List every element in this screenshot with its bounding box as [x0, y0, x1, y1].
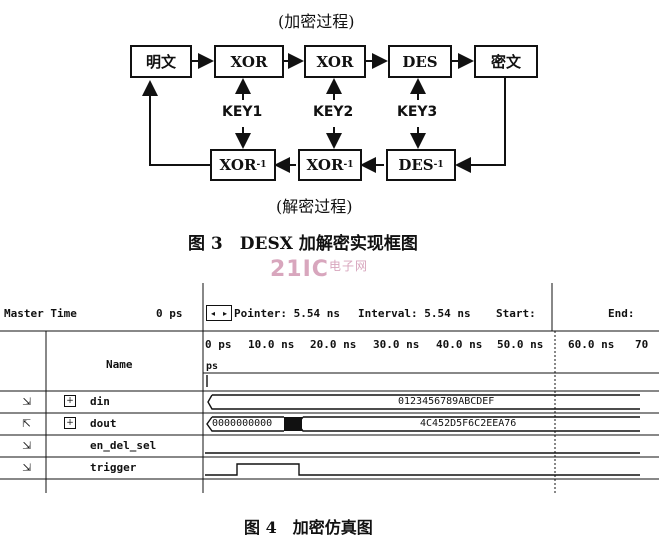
tick-label: 40.0 ns: [436, 338, 483, 351]
xor-inverse-b-box: XOR-1: [298, 149, 362, 181]
dout-expand-toggle[interactable]: +: [64, 417, 76, 429]
signal-din-name[interactable]: din: [90, 395, 110, 408]
sim-grid: [0, 283, 659, 493]
xor-inv-b-label: XOR: [306, 156, 344, 174]
signal-input-icon: ⇲: [22, 395, 32, 408]
tick-label: 0 ps: [205, 338, 232, 351]
ciphertext-box: 密文: [474, 45, 538, 78]
dout-value-result: 4C452D5F6C2EEA76: [420, 418, 517, 429]
timescale: 0 ps 10.0 ns 20.0 ns 30.0 ns 40.0 ns 50.…: [203, 338, 659, 352]
xor1-label: XOR: [230, 52, 268, 71]
interval-readout: Interval: 5.54 ns: [358, 307, 471, 320]
end-readout: End:: [608, 307, 635, 320]
pointer-right-icon[interactable]: ▸: [222, 308, 227, 318]
xor1-box: XOR: [214, 45, 284, 78]
des-box: DES: [388, 45, 452, 78]
watermark-sub: 电子网: [328, 259, 368, 273]
dout-value-initial: 0000000000: [212, 418, 273, 429]
master-time-value: 0 ps: [156, 307, 183, 320]
start-readout: Start:: [496, 307, 536, 320]
des-inverse-box: DES-1: [386, 149, 456, 181]
tick-label: 10.0 ns: [248, 338, 295, 351]
encrypt-process-label: (加密过程): [278, 12, 355, 31]
pointer-left-icon[interactable]: ◂: [210, 308, 215, 318]
signal-output-icon: ⇱: [22, 417, 32, 430]
fig4-caption: 图 4 加密仿真图: [244, 518, 373, 537]
pointer-readout: Pointer: 5.54 ns: [234, 307, 340, 320]
signal-input-icon: ⇲: [22, 461, 32, 474]
plaintext-label: 明文: [145, 53, 176, 71]
tick-label: 60.0 ns: [568, 338, 615, 351]
tick-label: 70: [635, 338, 649, 351]
inv-sup-b: -1: [343, 160, 354, 170]
inv-sup-c: -1: [433, 160, 444, 170]
name-column-header: Name: [106, 358, 133, 371]
master-time-label: Master Time: [4, 307, 77, 320]
key3-label: KEY3: [397, 104, 438, 120]
tick-label: 30.0 ns: [373, 338, 420, 351]
key2-label: KEY2: [313, 104, 354, 120]
des-label: DES: [402, 52, 438, 71]
dout-transition-mark: [284, 417, 302, 431]
xor-inverse-a-box: XOR-1: [210, 149, 276, 181]
xor-inv-a-label: XOR: [219, 156, 257, 174]
cursor-label: ps: [206, 361, 219, 372]
signal-dout-name[interactable]: dout: [90, 417, 117, 430]
decrypt-process-label: (解密过程): [276, 197, 353, 216]
simulation-window: Master Time 0 ps ◂▸ Pointer: 5.54 ns Int…: [0, 283, 659, 493]
signal-input-icon: ⇲: [22, 439, 32, 452]
signal-trigger-name[interactable]: trigger: [90, 461, 137, 474]
xor2-box: XOR: [304, 45, 366, 78]
plaintext-box: 明文: [130, 45, 192, 78]
ciphertext-label: 密文: [490, 53, 521, 71]
key1-label: KEY1: [222, 104, 263, 120]
fig3-caption: 图 3 DESX 加解密实现框图: [188, 234, 418, 254]
tick-label: 50.0 ns: [497, 338, 544, 351]
pointer-nav[interactable]: ◂▸: [206, 305, 232, 321]
inv-sup-a: -1: [256, 160, 267, 170]
watermark-main: 21IC: [270, 257, 329, 282]
arrow-cipher-desinv: [455, 78, 506, 173]
des-inv-label: DES: [398, 156, 434, 174]
din-value: 0123456789ABCDEF: [398, 396, 495, 407]
fig3-arrows: [142, 53, 506, 173]
signal-en-del-sel-name[interactable]: en_del_sel: [90, 439, 157, 452]
din-expand-toggle[interactable]: +: [64, 395, 76, 407]
tick-label: 20.0 ns: [310, 338, 357, 351]
xor2-label: XOR: [316, 52, 354, 71]
watermark-logo: 21IC电子网: [270, 257, 368, 282]
arrow-xorinva-plain: [142, 80, 210, 166]
